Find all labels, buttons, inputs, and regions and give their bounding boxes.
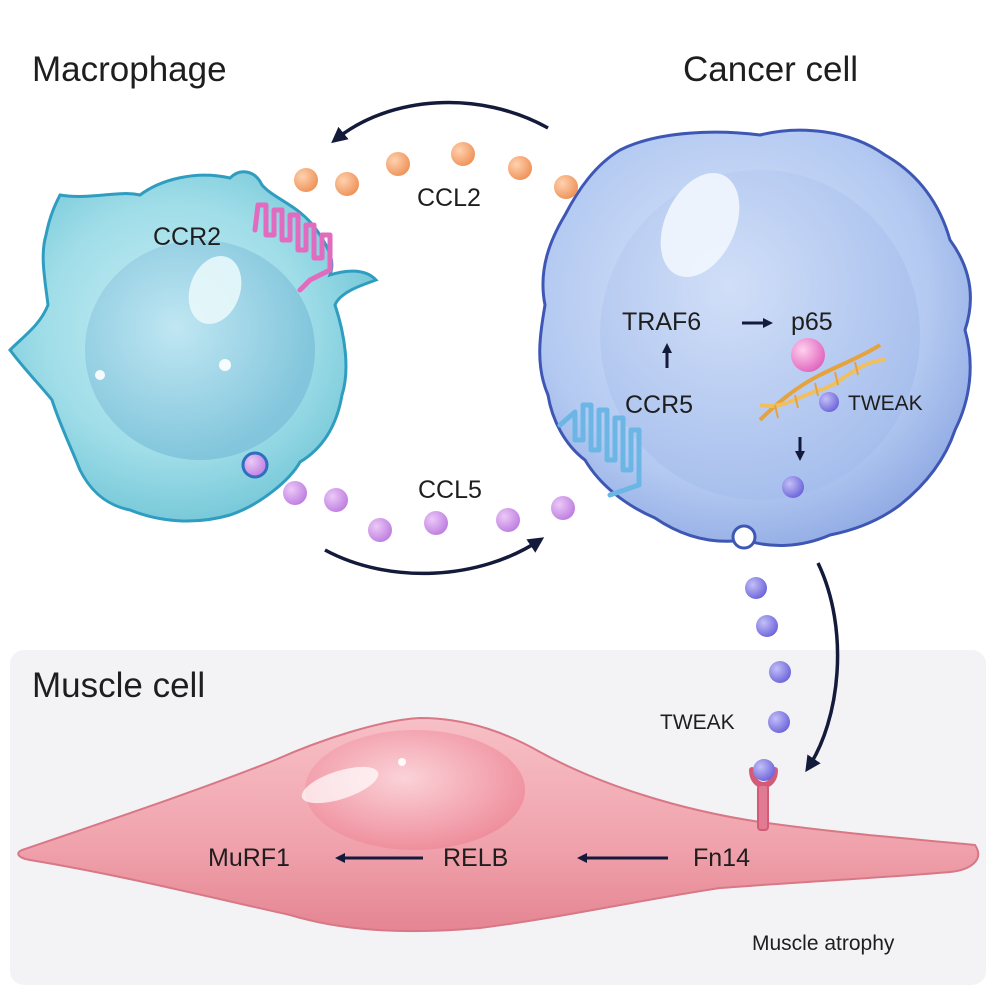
p65-protein (791, 338, 825, 372)
macrophage-title: Macrophage (32, 50, 227, 89)
fn14-label: Fn14 (693, 844, 750, 872)
ccr5-receptor (557, 402, 642, 498)
ccl2-chemokines (294, 142, 578, 199)
ccl5-chemokines (283, 481, 575, 542)
cancer-cell-title: Cancer cell (683, 50, 859, 89)
tweak-secreted-dots (745, 577, 791, 733)
ccr5-label: CCR5 (625, 391, 694, 419)
ccl5-direction-arrow (324, 537, 545, 576)
tweak-dot-intracellular (819, 392, 839, 412)
macrophage-cell (8, 170, 379, 523)
tweak-extracellular-label: TWEAK (660, 711, 735, 734)
p65-label: p65 (791, 308, 833, 336)
ccl2-label: CCL2 (417, 184, 481, 212)
macrophage-nucleus (85, 240, 315, 460)
murf1-label: MuRF1 (208, 844, 290, 872)
ccl2-direction-arrow (331, 100, 549, 144)
ccl5-label: CCL5 (418, 476, 482, 504)
tweak-intracellular-label: TWEAK (848, 392, 923, 415)
dna-helix (758, 343, 886, 422)
tweak-dot-secreted (782, 476, 804, 498)
ccr2-label: CCR2 (153, 223, 222, 251)
relb-label: RELB (443, 844, 509, 872)
muscle-cell-title: Muscle cell (32, 666, 206, 705)
ccr2-receptor (252, 202, 333, 293)
traf6-label: TRAF6 (622, 308, 702, 336)
cancer-surface-receptor (731, 524, 757, 550)
cancer-cell (538, 128, 972, 547)
muscle-nucleus (305, 730, 525, 850)
tweak-to-muscle-arrow (805, 562, 840, 773)
fn14-receptor (749, 759, 778, 831)
muscle-atrophy-label: Muscle atrophy (752, 932, 895, 955)
macrophage-surface-receptor (241, 451, 269, 479)
muscle-cell (17, 716, 980, 933)
